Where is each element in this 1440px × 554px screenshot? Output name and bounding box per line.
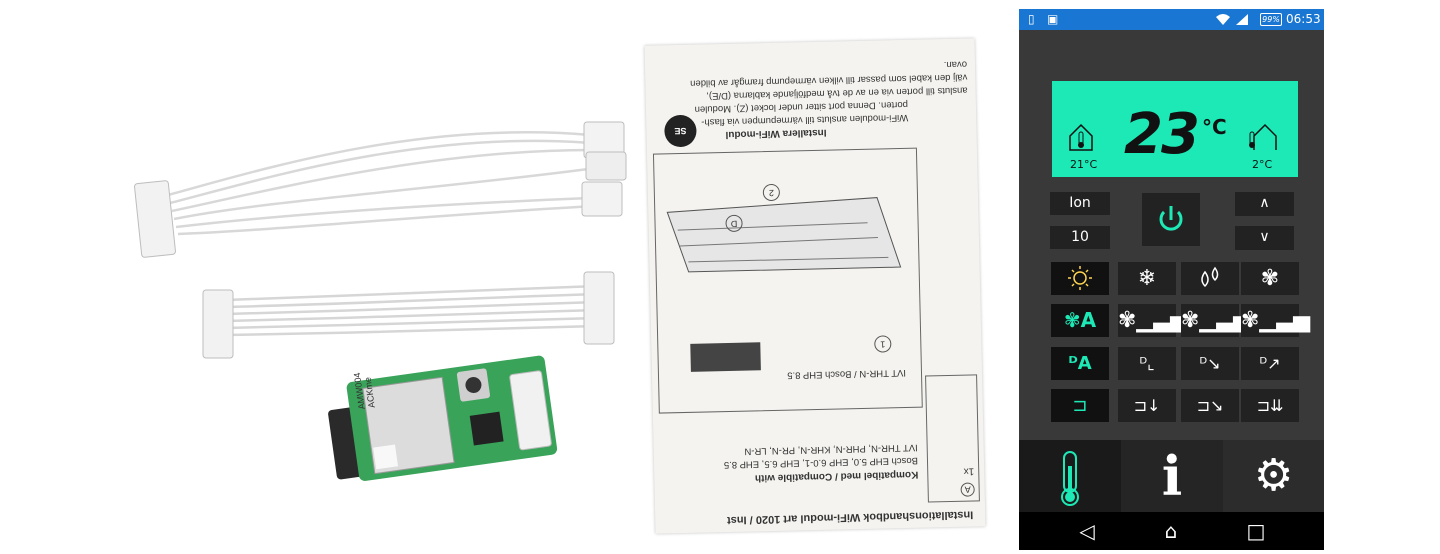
vane-auto-label: A (1077, 353, 1092, 374)
sim-icon: ▯ (1028, 12, 1035, 26)
gears-icon: ⚙ (1253, 450, 1294, 501)
notification-icon: ▣ (1047, 12, 1059, 26)
status-bar: ▯ ▣ 99% 06:53 (1019, 9, 1324, 30)
swing-wide-button[interactable]: ⊐⇊ (1241, 389, 1299, 422)
fan-auto-label: A (1080, 308, 1097, 332)
back-button[interactable]: ◁ (1079, 519, 1095, 543)
vane-pos-2-button[interactable]: ᴰ↘ (1181, 347, 1239, 380)
mode-dry-button[interactable] (1181, 262, 1239, 295)
fan-auto-icon: ✾A (1063, 308, 1097, 332)
fan-icon: ✾ (1260, 266, 1280, 291)
manual-title: Installationshandbok WiFi-modul art 1020… (726, 508, 974, 527)
temperature-unit: °C (1202, 115, 1227, 139)
fan-speed-1-icon: ✾▁▃▅ (1118, 308, 1188, 333)
swing-off-icon: ⊐ (1072, 395, 1088, 416)
mode-heat-button[interactable] (1051, 262, 1109, 295)
status-time: 06:53 (1286, 12, 1321, 26)
fan-speed-2-button[interactable]: ✾▁▃▅ (1181, 304, 1251, 337)
swing-diagonal-icon: ⊐↘ (1196, 396, 1224, 415)
tab-info[interactable]: i (1121, 440, 1223, 512)
vane-pos-3-button[interactable]: ᴰ↗ (1241, 347, 1299, 380)
snowflake-icon: ❄ (1137, 266, 1157, 291)
phone-screen: ▯ ▣ 99% 06:53 21°C 23 °C 2°C (1019, 9, 1324, 550)
swing-vertical-icon: ⊐↓ (1133, 396, 1161, 415)
vane-auto-button[interactable]: ᴰA (1051, 347, 1109, 380)
manual-diagram-box (652, 147, 923, 414)
current-temperature: 23 (1124, 102, 1200, 167)
tab-bar: i ⚙ (1019, 440, 1324, 512)
battery-indicator: 99% (1260, 13, 1282, 26)
home-button[interactable]: ⌂ (1164, 519, 1178, 543)
mode-cool-button[interactable]: ❄ (1118, 262, 1176, 295)
swing-off-button[interactable]: ⊐ (1051, 389, 1109, 422)
air-unit-diagram (666, 197, 902, 372)
connector (202, 289, 234, 359)
y-cable (167, 131, 597, 236)
fan-speed-3-button[interactable]: ✾▁▃▅ (1241, 304, 1311, 337)
swing-vertical-button[interactable]: ⊐↓ (1118, 389, 1176, 422)
info-icon: i (1161, 444, 1183, 508)
tab-settings[interactable]: ⚙ (1223, 440, 1324, 512)
tab-thermostat[interactable] (1019, 440, 1121, 512)
power-button[interactable] (1142, 193, 1200, 246)
vane-up-icon: ᴰ↗ (1259, 354, 1281, 373)
manual-install-heading: Installera WiFi-modul (725, 126, 827, 140)
straight-cable (225, 284, 599, 337)
temp-down-button[interactable]: ∨ (1235, 226, 1294, 250)
manual-install-line: ovan. (943, 58, 968, 71)
vane-mid-icon: ᴰ↘ (1199, 354, 1221, 373)
indoor-temp: 21°C (1070, 158, 1098, 171)
fan-speed-3-icon: ✾▁▃▅ (1241, 308, 1311, 333)
ion-value[interactable]: 10 (1050, 226, 1110, 249)
fan-speed-2-icon: ✾▁▃▅ (1181, 308, 1251, 333)
swing-diagonal-button[interactable]: ⊐↘ (1181, 389, 1239, 422)
sun-icon (1068, 266, 1092, 290)
power-icon (1159, 206, 1183, 231)
connector (581, 181, 623, 217)
manual-language-badge: SE (664, 114, 697, 148)
thermometer-icon (1061, 451, 1079, 506)
connector (134, 180, 176, 258)
connector (583, 271, 615, 345)
outdoor-temp: 2°C (1252, 158, 1273, 171)
recents-button[interactable]: □ (1246, 519, 1266, 543)
droplets-icon (1201, 266, 1219, 288)
swing-wide-icon: ⊐⇊ (1256, 396, 1284, 415)
ion-label[interactable]: Ion (1050, 192, 1110, 215)
lcd-display: 21°C 23 °C 2°C (1052, 81, 1298, 177)
indoor-thermometer-icon (1069, 123, 1093, 151)
installation-manual: Installationshandbok WiFi-modul art 1020… (644, 38, 986, 534)
mode-fan-button[interactable]: ✾ (1241, 262, 1299, 295)
wifi-module-pcb (328, 355, 558, 481)
manual-install-line: WiFi-modulen ansluts till värmepumpen vi… (701, 111, 909, 128)
vane-auto-icon: ᴰA (1068, 353, 1092, 374)
wifi-icon (1216, 14, 1230, 25)
fan-speed-1-button[interactable]: ✾▁▃▅ (1118, 304, 1188, 337)
cables-photo (134, 121, 627, 359)
connector (585, 151, 627, 181)
fan-auto-button[interactable]: ✾A (1051, 304, 1109, 337)
app-body: 21°C 23 °C 2°C Ion 10 ∧ ∨ (1019, 30, 1324, 440)
android-nav-bar: ◁ ⌂ □ (1019, 512, 1324, 550)
outdoor-thermometer-icon (1249, 123, 1277, 150)
signal-icon (1236, 14, 1248, 25)
manual-quantity: 1x (963, 465, 975, 477)
temp-up-button[interactable]: ∧ (1235, 192, 1294, 216)
manual-compat-line1: Bosch EHP 5.0, EHP 6.0-1, EHP 6.5, EHP 8… (723, 454, 919, 471)
vane-down-icon: ᴰ⌞ (1139, 354, 1155, 373)
vane-pos-1-button[interactable]: ᴰ⌞ (1118, 347, 1176, 380)
manual-compat-title: Kompatibel med / Compatible with (754, 468, 919, 484)
